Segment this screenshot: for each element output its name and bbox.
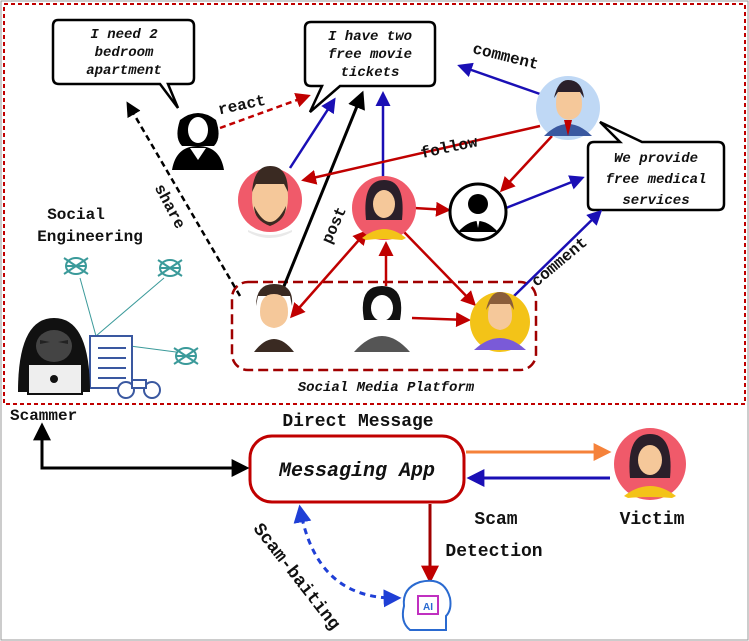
avatar-woman-center — [352, 176, 416, 240]
bubble-tickets-line1: I have two — [328, 29, 412, 45]
scammer-hacker-icon — [18, 318, 90, 395]
avatar-victim — [614, 428, 686, 500]
bug-icon — [173, 347, 199, 365]
bubble-medical-line2: free medical — [606, 172, 707, 188]
social-engineering-label-2: Engineering — [37, 228, 143, 246]
scammer-label: Scammer — [10, 407, 77, 425]
ai-head-icon: AI — [401, 579, 452, 631]
social-media-region — [3, 3, 746, 405]
bubble-tickets-line2: free movie — [328, 47, 412, 63]
bug-link-2 — [95, 277, 165, 337]
scammer-messaging-arrow — [33, 422, 250, 477]
comment-top-label: comment — [471, 40, 541, 74]
bubble-apartment-line2: bedroom — [95, 45, 154, 61]
avatar-man-circle — [448, 182, 508, 242]
scam-detection-label-2: Detection — [445, 542, 542, 562]
platform-label: Social Media Platform — [298, 380, 475, 396]
social-engineering-label-1: Social — [47, 206, 105, 224]
direct-message-label: Direct Message — [282, 412, 433, 432]
messaging-app-box — [248, 434, 466, 504]
avatar-businesswoman — [172, 113, 224, 170]
react-arrow — [219, 93, 311, 130]
business-to-man-arrow — [499, 135, 553, 193]
woman-to-man2-arrow — [403, 231, 477, 307]
bubble-medical-line1: We provide — [614, 151, 698, 167]
avatar-man-purple — [470, 292, 530, 352]
binoculars-icon — [117, 379, 161, 399]
bubble-apartment-line3: apartment — [86, 63, 162, 79]
bearded-to-tickets-arrow — [288, 97, 336, 169]
react-label: react — [217, 92, 268, 120]
share-label: share — [150, 181, 188, 232]
woman-to-man-arrow — [413, 201, 451, 217]
share-arrow — [126, 101, 242, 297]
checklist-icon — [89, 335, 133, 389]
post-label: post — [319, 204, 351, 246]
bug-icon — [63, 257, 89, 275]
bug-icon — [157, 259, 183, 277]
scam-baiting-label: Scam-baiting — [248, 520, 344, 634]
social-media-platform-box — [230, 280, 538, 372]
bubble-medical-line3: services — [622, 193, 689, 209]
man-to-medical-arrow — [505, 175, 585, 210]
follow-arrow — [301, 124, 541, 185]
bug-link-3 — [129, 345, 177, 353]
bubble-tickets-line3: tickets — [341, 65, 400, 81]
ai-chip-label: AI — [423, 602, 433, 613]
bubble-apartment-line1: I need 2 — [90, 27, 158, 43]
comment-right-label: comment — [528, 234, 591, 291]
messaging-app-label: Messaging App — [278, 460, 435, 483]
bubble-tickets: I have two free movie tickets — [303, 20, 437, 113]
bubble-medical: We provide free medical services — [586, 120, 726, 212]
lady-to-man2-arrow — [411, 312, 471, 328]
follow-label: follow — [419, 133, 479, 163]
scam-baiting-arrow — [293, 504, 402, 608]
victim-label: Victim — [620, 510, 685, 530]
avatar-bearded-man — [238, 166, 302, 238]
comment-top-arrow — [457, 62, 541, 96]
bug-link-1 — [79, 277, 97, 337]
avatar-boy — [254, 284, 294, 352]
avatar-lady — [354, 286, 410, 352]
bubble-apartment: I need 2 bedroom apartment — [51, 18, 196, 109]
comment-right-arrow — [513, 209, 603, 297]
scam-detection-label-1: Scam — [474, 510, 517, 530]
woman-to-boy-arrow — [290, 229, 368, 319]
avatar-businessman — [536, 76, 600, 140]
